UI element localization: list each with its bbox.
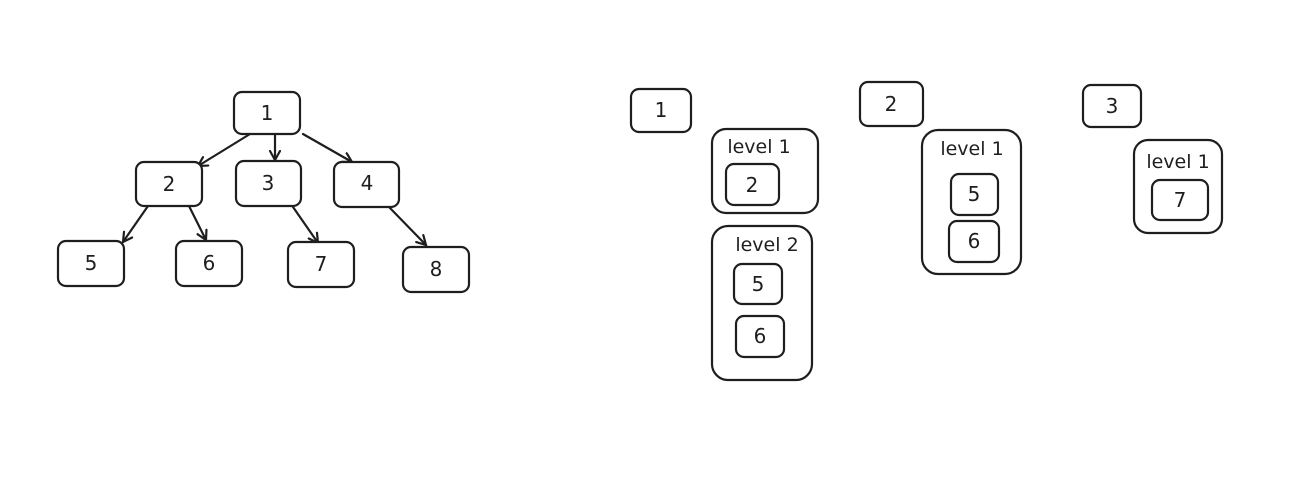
edge-1-2 — [198, 132, 252, 166]
node-label: 7 — [315, 252, 328, 276]
root-label: 2 — [885, 92, 898, 116]
level-item-label: 5 — [752, 272, 765, 296]
group-root-1: 1 level 1 2 level 2 5 6 — [629, 87, 820, 382]
level-container[interactable]: level 1 5 6 — [920, 128, 1023, 276]
node-label: 1 — [261, 101, 274, 125]
tree-node-8[interactable]: 8 — [401, 245, 471, 294]
tree-node-3[interactable]: 3 — [234, 159, 303, 208]
level-title: level 1 — [727, 136, 790, 158]
level-container[interactable]: level 1 2 — [710, 127, 820, 215]
group-root-3: 3 level 1 7 — [1081, 83, 1224, 235]
node-label: 4 — [361, 171, 374, 195]
tree-node-7[interactable]: 7 — [286, 240, 356, 289]
level-item[interactable] — [949, 172, 1000, 217]
root-node[interactable]: 1 — [629, 87, 693, 134]
root-label: 1 — [655, 98, 668, 122]
root-node[interactable]: 2 — [858, 80, 925, 128]
level-item-label: 6 — [968, 229, 981, 253]
level-item[interactable] — [724, 162, 781, 207]
level-title: level 1 — [940, 138, 1003, 160]
level-item[interactable] — [947, 219, 1001, 264]
node-label: 8 — [430, 257, 443, 281]
edge-4-8 — [387, 205, 426, 245]
edge-1-4 — [301, 132, 352, 162]
level-item[interactable] — [1150, 178, 1210, 222]
tree-node-5[interactable]: 5 — [56, 239, 126, 288]
level-container[interactable]: level 1 7 — [1132, 138, 1224, 235]
level-item-label: 6 — [754, 324, 767, 348]
root-label: 3 — [1106, 94, 1119, 118]
group-root-2: 2 level 1 5 6 — [858, 80, 1023, 276]
edge-2-5 — [123, 204, 150, 242]
node-label: 2 — [163, 172, 176, 196]
node-label: 5 — [85, 251, 98, 275]
tree-node-4[interactable]: 4 — [332, 160, 401, 209]
root-node[interactable]: 3 — [1081, 83, 1143, 129]
node-label: 6 — [203, 251, 216, 275]
edge-2-6 — [187, 204, 206, 240]
level-item[interactable] — [732, 262, 784, 306]
level-item-label: 2 — [746, 173, 759, 197]
level-item-label: 7 — [1174, 188, 1187, 212]
tree-node-2[interactable]: 2 — [134, 160, 204, 208]
tree-edges — [123, 132, 426, 245]
tree-node-6[interactable]: 6 — [174, 239, 244, 288]
level-item[interactable] — [734, 314, 786, 359]
tree-node-1[interactable]: 1 — [232, 90, 302, 136]
edge-3-7 — [291, 205, 318, 243]
node-label: 3 — [262, 171, 275, 195]
level-container[interactable]: level 2 5 6 — [710, 224, 814, 382]
level-title: level 2 — [735, 234, 798, 256]
level-title: level 1 — [1146, 151, 1209, 173]
level-item-label: 5 — [968, 182, 981, 206]
